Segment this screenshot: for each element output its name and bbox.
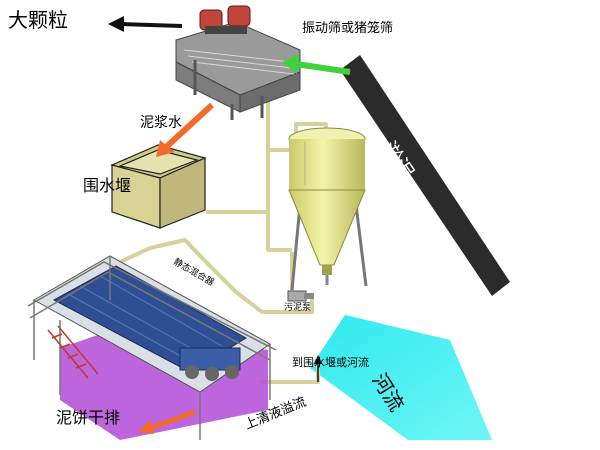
vibrating-screen <box>175 5 301 120</box>
pipe-to-mixer <box>266 212 294 292</box>
pipe-screen-to-tank <box>206 96 270 214</box>
label-mud-water: 泥浆水 <box>140 115 182 131</box>
arrow-filter-cake <box>138 409 196 434</box>
label-vibrating-screen: 振动筛或猪笼筛 <box>302 21 394 36</box>
arrow-mud-water <box>156 102 215 157</box>
arrow-overflow-up <box>314 355 322 382</box>
cofferdam-box <box>110 144 207 229</box>
sludge-pump <box>287 290 314 302</box>
river-area <box>310 315 492 440</box>
arrow-large-particles <box>108 16 183 32</box>
arrow-silt-feed <box>282 54 351 75</box>
press-stairs <box>47 325 99 379</box>
pipe-mixer-line <box>119 238 314 314</box>
label-sludge-pump: 污泥泵 <box>284 303 312 313</box>
label-to-cofferdam-or-river: 到围水堰或河流 <box>292 356 369 369</box>
silt-band <box>340 55 510 296</box>
sedimentation-tank <box>288 127 368 291</box>
label-filter-cake: 泥饼干排 <box>56 408 121 427</box>
press-rollers <box>179 347 241 381</box>
label-cofferdam: 围水堰 <box>83 176 132 195</box>
belt-filter-press <box>27 255 277 440</box>
label-large-particles: 大颗粒 <box>8 8 68 32</box>
